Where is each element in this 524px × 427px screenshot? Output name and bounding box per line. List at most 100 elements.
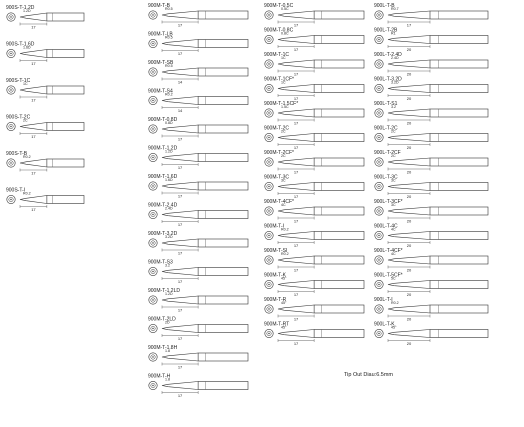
- front-view-inner: [150, 126, 156, 132]
- tip-taper: [387, 84, 431, 93]
- front-view-inner: [376, 37, 382, 42]
- front-view-outer: [6, 48, 16, 58]
- tip-sleeve: [429, 59, 489, 69]
- tip-label: 900L-T-I: [374, 297, 393, 303]
- tip-end-note: R0.2: [281, 252, 289, 256]
- front-view-inner: [150, 326, 156, 331]
- front-view-outer: [264, 133, 274, 143]
- tip-end-note: 2C: [23, 119, 28, 123]
- front-view-inner: [8, 124, 14, 129]
- tip-taper: [161, 10, 199, 20]
- front-view-outer: [148, 10, 158, 20]
- front-view-outer: [148, 352, 158, 362]
- tip-end-note: 2C: [281, 154, 286, 158]
- tip-taper: [277, 304, 315, 314]
- tip-label: 900M-T-1.2LD: [148, 288, 180, 294]
- dimension-value: 20: [407, 243, 412, 248]
- tip-sleeve: [197, 10, 249, 20]
- front-view-outer: [264, 182, 274, 192]
- dimension-value: 20: [407, 194, 412, 199]
- tip-taper: [277, 231, 315, 240]
- tip-label: 900M-T-R: [264, 297, 287, 303]
- tip-sleeve: [313, 35, 365, 44]
- tip-taper: [161, 381, 199, 390]
- tip-sleeve: [197, 210, 249, 219]
- dimension-value: 20: [407, 170, 412, 175]
- front-view-outer: [264, 157, 274, 167]
- front-view-inner: [150, 383, 156, 388]
- tip-label: 900L-T-3C: [374, 175, 398, 181]
- tip-end-note: 2.4D: [165, 207, 173, 211]
- front-view-inner: [150, 240, 156, 246]
- dimension-value: 17: [178, 336, 183, 341]
- tip-label: 900L-T-K: [374, 322, 395, 328]
- front-view-inner: [266, 208, 272, 214]
- dimension-value: 17: [294, 194, 299, 199]
- tip-label: 900M-T-2CF*: [264, 150, 294, 156]
- tip-taper: [19, 49, 47, 58]
- front-view-inner: [266, 37, 272, 42]
- tip-label: 900L-T-3CF*: [374, 199, 403, 205]
- dimension-value: 17: [294, 23, 299, 28]
- tip-taper: [387, 157, 431, 167]
- tip-end-note: 3C: [391, 203, 396, 207]
- front-view-outer: [148, 181, 158, 191]
- dimension-value: 17: [294, 341, 299, 346]
- tip-taper: [19, 158, 47, 168]
- front-view-inner: [376, 208, 382, 214]
- front-view-outer: [148, 238, 158, 248]
- front-view-outer: [148, 153, 158, 163]
- front-view-center: [378, 283, 380, 286]
- front-view-outer: [264, 304, 274, 314]
- tip-end-note: R0.5: [165, 7, 173, 11]
- tip-end-note: 1C: [281, 56, 286, 60]
- front-view-outer: [374, 279, 384, 289]
- tip-label: 900S-T-I: [6, 188, 25, 194]
- tip-label: 900M-T-0.5C: [264, 3, 294, 9]
- dimension-value: 17: [294, 121, 299, 126]
- tip-sleeve: [197, 181, 249, 191]
- front-view-inner: [150, 297, 156, 303]
- tip-end-note: 1.8: [165, 378, 170, 382]
- tip-label: 900M-T-2C: [264, 126, 289, 132]
- tip-taper: [387, 304, 431, 314]
- front-view-outer: [148, 210, 158, 220]
- dimension-value: 17: [294, 268, 299, 273]
- tip-sleeve: [46, 122, 85, 131]
- tip-sleeve: [313, 182, 365, 191]
- front-view-outer: [148, 295, 158, 305]
- front-view-center: [268, 234, 270, 237]
- dimension-value: 17: [178, 222, 183, 227]
- dimension-value: 17: [294, 72, 299, 77]
- front-view-center: [152, 242, 154, 244]
- tip-sleeve: [429, 10, 489, 20]
- front-view-center: [378, 308, 380, 310]
- front-view-center: [268, 332, 270, 335]
- front-view-inner: [150, 354, 156, 360]
- tip-end-note: 45°: [391, 326, 397, 330]
- tip-taper: [387, 108, 431, 118]
- dimension-value: 20: [407, 72, 412, 77]
- front-view-outer: [6, 12, 16, 22]
- tip-taper: [161, 67, 199, 77]
- tip-label: 900L-T-2CF: [374, 150, 401, 156]
- tip-end-note: 0.8D: [165, 121, 173, 125]
- tip-taper: [161, 324, 199, 333]
- tip-sleeve: [429, 304, 489, 314]
- tip-sleeve: [46, 12, 85, 22]
- front-view-center: [378, 161, 380, 163]
- tip-end-note: 3.2: [165, 264, 170, 268]
- tip-taper: [161, 267, 199, 276]
- tip-taper: [387, 182, 431, 191]
- front-view-inner: [266, 135, 272, 140]
- tip-sleeve: [313, 329, 365, 338]
- front-view-inner: [8, 197, 14, 202]
- front-view-center: [152, 213, 154, 216]
